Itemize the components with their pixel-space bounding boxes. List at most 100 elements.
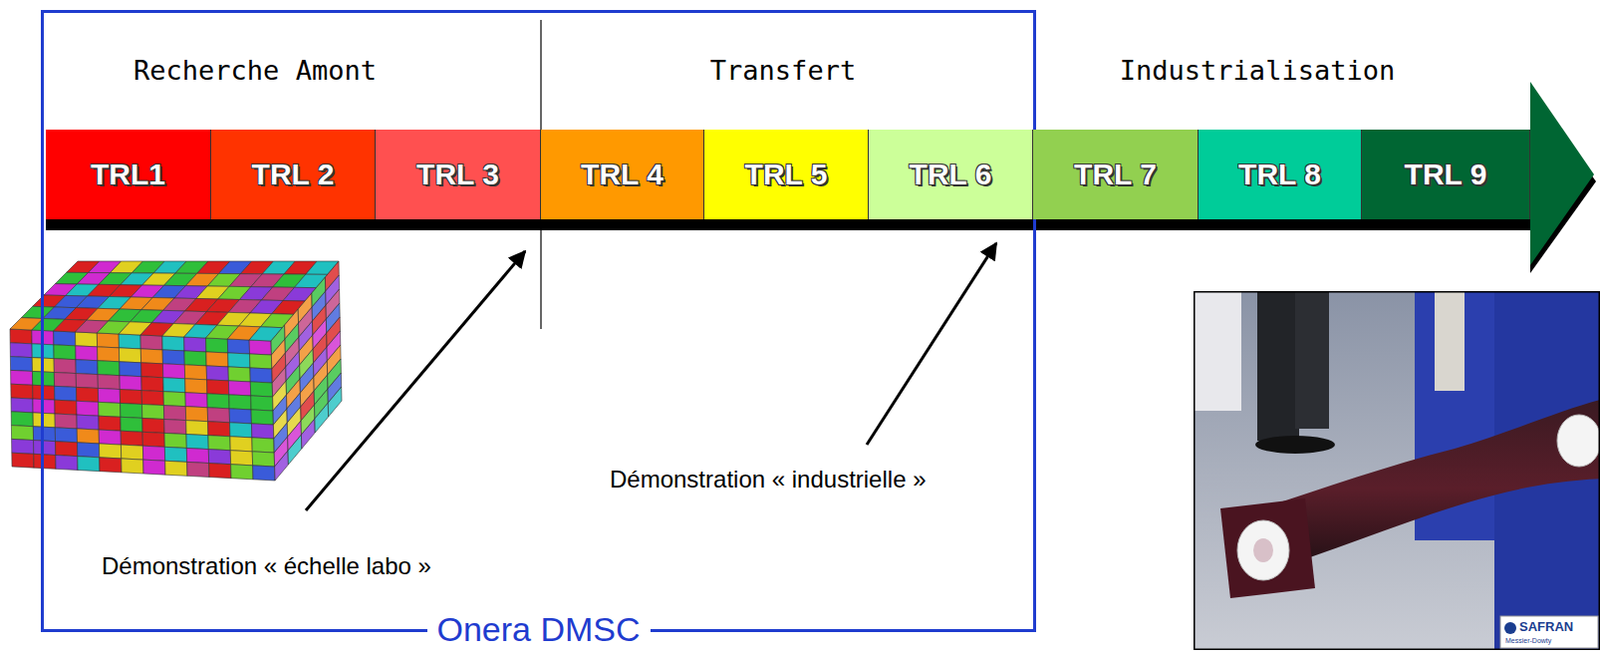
mesh-cell [162, 335, 185, 351]
mesh-cell [184, 364, 207, 380]
mesh-cell [10, 397, 33, 413]
mesh-cell [142, 431, 165, 447]
mesh-cell [274, 450, 289, 481]
mesh-cell [77, 442, 100, 458]
mesh-cell [162, 349, 185, 365]
mesh-cell [185, 378, 208, 394]
mesh-cell [75, 345, 98, 361]
mesh-cell [206, 351, 229, 367]
mesh-cell [164, 419, 187, 435]
mesh-cell [53, 330, 76, 346]
mesh-cell [75, 359, 98, 375]
mesh-cell [33, 453, 56, 469]
mesh-cell [186, 420, 209, 436]
trl-label: TRL 9 [1404, 157, 1488, 192]
part-photo [1193, 290, 1600, 650]
callout-note: Démonstration « échelle labo » [101, 551, 432, 580]
mesh-cell [10, 425, 33, 441]
mesh-cell [33, 440, 56, 456]
trl-label: TRL 5 [745, 157, 828, 192]
woven-composite-mesh [9, 261, 342, 481]
mesh-cell [143, 459, 166, 475]
region-title: Onera DMSC [426, 609, 650, 647]
trl-label: TRL 7 [1073, 157, 1157, 192]
mesh-cell [251, 395, 273, 411]
mesh-cell [97, 346, 120, 362]
mesh-cell [97, 387, 120, 403]
mesh-cell [11, 438, 34, 454]
mesh-cell [120, 402, 143, 418]
trl-label: TRL 4 [580, 157, 664, 192]
trl-label: TRL 3 [416, 157, 500, 192]
mesh-cell [251, 423, 273, 439]
mesh-cell [252, 451, 274, 467]
mesh-cell [119, 375, 142, 391]
mesh-cell [97, 360, 120, 376]
mesh-cell [118, 333, 141, 349]
mesh-cell [32, 426, 55, 442]
mesh-cell [252, 437, 274, 453]
logo-text: SAFRAN [1519, 618, 1574, 634]
mesh-cell [163, 377, 186, 393]
mesh-cell [165, 460, 188, 476]
mesh-cell [10, 383, 33, 399]
mesh-cell [99, 457, 122, 473]
mesh-cell [162, 363, 185, 379]
trl-segment: TRL 7 [1033, 129, 1199, 220]
mesh-cell [76, 386, 99, 402]
mesh-cell [208, 435, 231, 451]
mesh-cell [75, 373, 98, 389]
phase-heading: Transfert [710, 54, 856, 86]
callout-note: Démonstration « industrielle » [609, 465, 927, 494]
mesh-cell [77, 456, 100, 472]
mesh-cell [231, 464, 254, 480]
mesh-cell [206, 337, 229, 353]
mesh-cell [228, 366, 251, 382]
mesh-cell [54, 399, 77, 415]
phase-heading: Industrialisation [1119, 54, 1395, 86]
mesh-cell [98, 443, 121, 459]
mesh-cell [55, 441, 78, 457]
mesh-cell [140, 334, 163, 350]
mesh-cell [96, 332, 119, 348]
mesh-cell [300, 418, 315, 449]
mesh-cell [98, 401, 121, 417]
mesh-cell [185, 406, 208, 422]
mesh-cell [53, 344, 76, 360]
trl-segment: TRL 6 [868, 129, 1034, 220]
mesh-cell [209, 463, 232, 479]
trl-label: TRL 8 [1238, 157, 1322, 192]
mesh-cell [250, 367, 272, 383]
trl-label: TRL 2 [252, 157, 335, 192]
mesh-cell [9, 328, 32, 344]
mesh-cell [11, 452, 34, 468]
mesh-cell [228, 352, 251, 368]
mesh-cell [142, 417, 165, 433]
mesh-cell [120, 444, 143, 460]
mesh-cell [230, 450, 253, 466]
mesh-cell [163, 391, 186, 407]
mesh-cell [120, 430, 143, 446]
mesh-cell [230, 436, 253, 452]
mesh-cell [206, 365, 229, 381]
mesh-cell [141, 362, 164, 378]
mesh-cell [207, 407, 230, 423]
mesh-cell [164, 446, 187, 462]
mesh-cell [142, 445, 165, 461]
mesh-cell [119, 389, 142, 405]
mesh-cell [75, 331, 98, 347]
mesh-cell [54, 385, 77, 401]
region-frame: Onera DMSCTRL1TRL 2TRL 3TRL 4TRL 5TRL 6 [40, 9, 1037, 632]
mesh-cell [98, 415, 121, 431]
mesh-cell [253, 465, 275, 481]
logo-subtext: Messier-Dowty [1505, 636, 1552, 644]
trl-segment: TRL 2 [211, 129, 376, 220]
mesh-cell [229, 408, 252, 424]
mesh-cell [10, 369, 33, 385]
mesh-cell [251, 409, 273, 425]
mesh-cell [327, 386, 342, 417]
mesh-cell [207, 379, 230, 395]
mesh-cell [120, 416, 143, 432]
mesh-cell [314, 402, 329, 433]
